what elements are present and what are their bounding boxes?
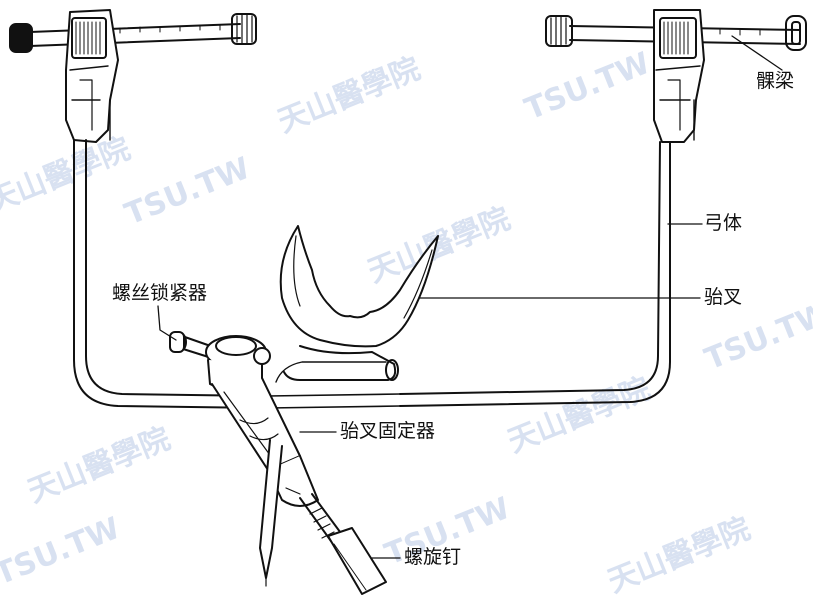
label-qiacha: 骀叉 bbox=[704, 286, 743, 308]
right-clamp bbox=[653, 9, 705, 143]
leader-keliang bbox=[731, 35, 783, 71]
leader-lines bbox=[157, 35, 783, 559]
screw-pin bbox=[299, 493, 387, 595]
bite-fork-holder bbox=[169, 331, 319, 587]
label-luosi-suojinqi: 螺丝锁紧器 bbox=[112, 282, 208, 304]
left-clamp bbox=[65, 9, 119, 143]
bow-body bbox=[73, 139, 671, 409]
label-luoxuanding: 螺旋钉 bbox=[404, 546, 462, 568]
label-keliang: 髁梁 bbox=[756, 70, 795, 92]
leader-luosi bbox=[157, 305, 177, 341]
bite-fork bbox=[275, 225, 439, 383]
label-gongti: 弓体 bbox=[704, 212, 743, 234]
label-qiacha-gudingqi: 骀叉固定器 bbox=[340, 420, 436, 442]
left-condyle-rod bbox=[9, 13, 257, 53]
